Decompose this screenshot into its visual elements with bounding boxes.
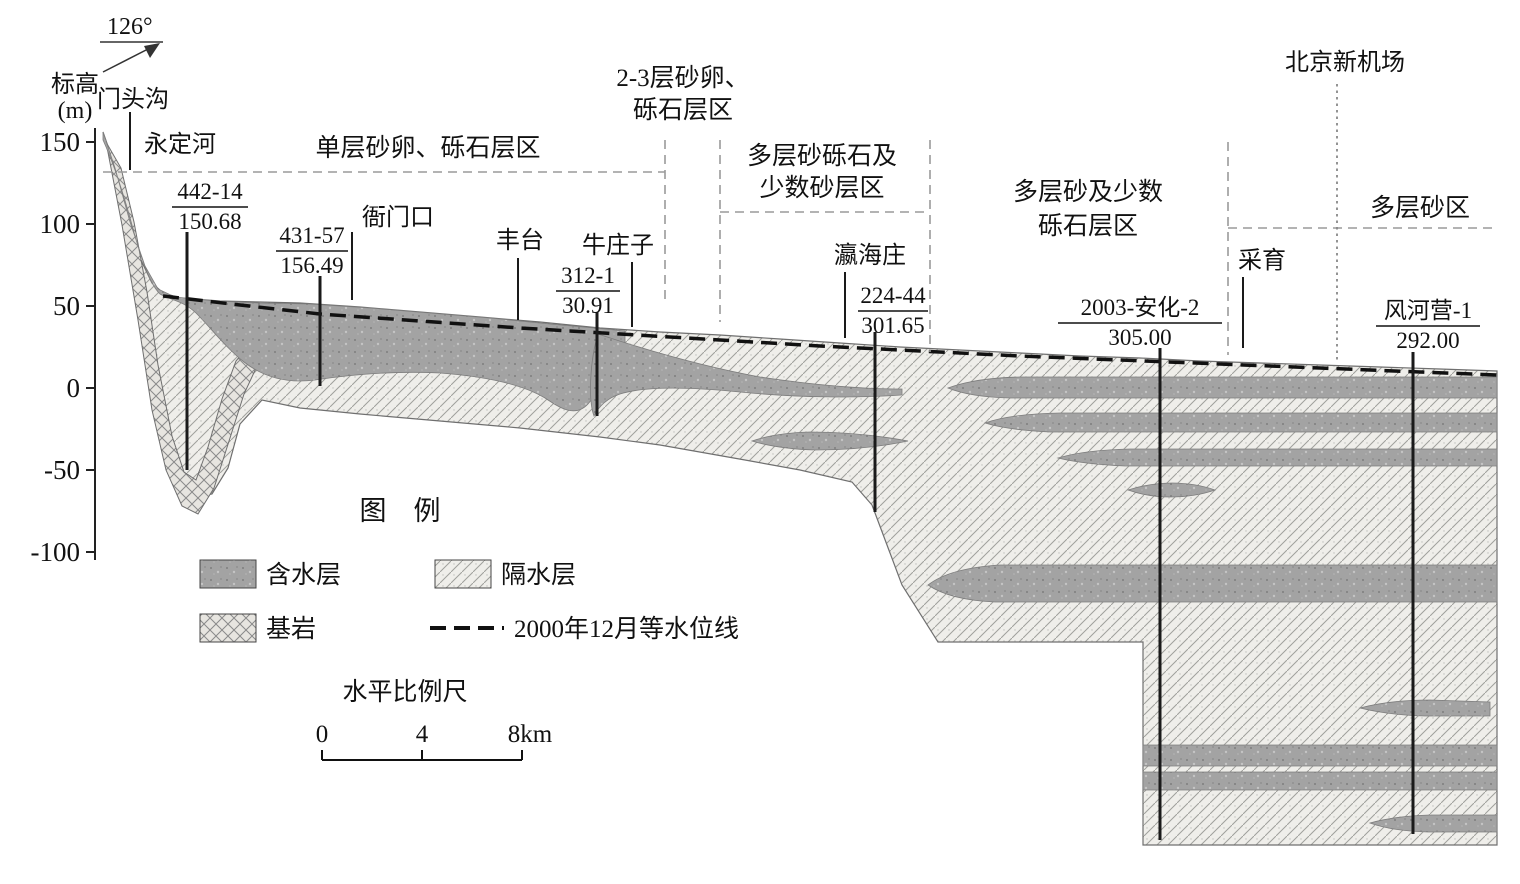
bearing-label: 126° [107,14,153,40]
legend-label-aquifer: 含水层 [266,561,341,589]
zone2-label-line1: 2-3层砂卵、 [616,64,749,92]
aquifer-lens-2 [946,376,1498,399]
legend-label-bedrock: 基岩 [266,615,316,643]
scale-title: 水平比例尺 [342,678,467,706]
aquifer-lens-6 [1359,699,1491,717]
legend-swatch-aquifer [199,559,257,589]
place-labels: 门头沟 永定河 衙门口 丰台 牛庄子 瀛海庄 采育 北京新机场 [97,49,1405,274]
aquifer-lens-9 [1368,814,1498,833]
aquifer-lens-3 [983,412,1498,433]
axis-tick-label: 100 [40,209,81,239]
legend-label-water-line: 2000年12月等水位线 [514,615,739,643]
axis-tick-label: 0 [67,373,81,403]
well-id: 312-1 [561,263,615,288]
scale-tick-0: 0 [316,721,329,748]
well-value: 30.91 [562,293,614,318]
zone3-label-line2: 少数砂层区 [759,174,884,202]
well-label-312-1: 312-1 30.91 [556,263,620,318]
well-id: 风河营-1 [1384,298,1472,323]
aquifer-lens-7 [1142,744,1498,767]
well-label-2003-anhua-2: 2003-安化-2 305.00 [1058,295,1222,350]
well-value: 301.65 [861,313,924,338]
axis-tick-label: -100 [31,537,81,567]
label-mentougou: 门头沟 [97,86,169,113]
zone-boundaries [103,140,1495,355]
zone2-label-line2: 砾石层区 [633,96,733,124]
zone4-label-line1: 多层砂及少数 [1013,178,1163,206]
bearing-indicator: 126° [100,14,163,73]
bearing-arrow-shaft [102,47,151,73]
well-id: 224-44 [860,283,926,308]
axis-tick-label: 150 [40,127,81,157]
geology-body [102,131,1498,846]
boreholes [129,112,1415,840]
label-niuzhuangzi: 牛庄子 [582,232,654,259]
well-label-442-14: 442-14 150.68 [172,179,248,234]
axis-tick-label: -50 [44,455,80,485]
elevation-axis: 150 100 50 0 -50 -100 标高 (m) [31,71,100,567]
scale-tick-8: 8km [508,721,553,748]
zone1-label: 单层砂卵、砾石层区 [315,134,540,162]
well-id: 2003-安化-2 [1081,295,1200,320]
legend-label-aquitard: 隔水层 [501,561,576,589]
legend-title: 图 例 [360,496,441,526]
water-level-line [162,294,1498,377]
well-label-431-57: 431-57 156.49 [276,223,348,278]
scale-bar [321,750,523,761]
label-fengtai: 丰台 [496,227,544,254]
zone4-label-line2: 砾石层区 [1038,212,1138,240]
well-value: 292.00 [1396,328,1459,353]
well-value: 150.68 [178,209,241,234]
well-id: 442-14 [177,179,243,204]
well-label-fengheying-1: 风河营-1 292.00 [1376,298,1480,353]
well-labels: 442-14 150.68 431-57 156.49 312-1 30.91 … [172,179,1480,353]
axis-tick-label: 50 [53,291,80,321]
scale-tick-4: 4 [416,721,429,748]
label-caiyu: 采育 [1238,247,1286,274]
legend-swatch-bedrock [199,613,257,643]
zone-labels: 单层砂卵、砾石层区 2-3层砂卵、 砾石层区 多层砂砾石及 少数砂层区 多层砂及… [315,64,1470,240]
zone5-label: 多层砂区 [1370,194,1470,222]
legend: 图 例 含水层 隔水层 基岩 2000年12月等水位线 水平比例尺 0 4 8k… [199,496,739,761]
label-yongding-river: 永定河 [144,131,216,158]
well-value: 305.00 [1108,325,1171,350]
aquifer-lens-1 [750,431,909,451]
legend-swatch-aquitard [434,559,492,589]
aquifer-lens-8 [1142,771,1498,791]
bearing-arrow-head [144,43,160,58]
label-yamenkou: 衙门口 [362,204,434,231]
aquifer-band-mid [590,333,903,418]
axis-title-line1: 标高 [51,71,99,98]
well-id: 431-57 [279,223,344,248]
aquifer-lens-4 [1056,448,1498,467]
well-label-224-44: 224-44 301.65 [858,283,928,338]
aquifer-band-deep [927,564,1498,603]
zone3-label-line1: 多层砂砾石及 [747,142,897,170]
well-value: 156.49 [280,253,343,278]
axis-title-line2: (m) [58,98,93,124]
label-airport: 北京新机场 [1285,49,1405,76]
label-yinghaizhuang: 瀛海庄 [834,242,906,269]
